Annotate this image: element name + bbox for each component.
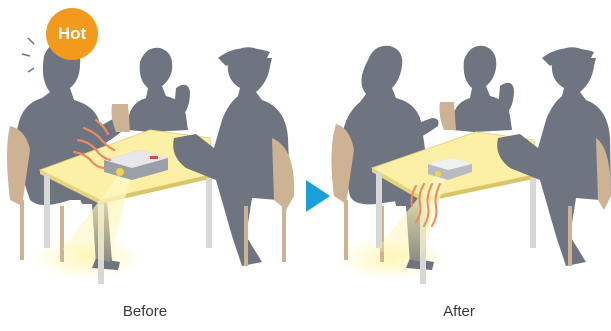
heat-wave-icon [72, 118, 116, 170]
right-person-silhouette [173, 47, 290, 266]
before-light-beam [62, 176, 130, 262]
before-scene [7, 37, 295, 284]
sweat-marks [21, 37, 35, 73]
play-triangle-arrow-icon [306, 180, 330, 212]
right-chair-after [568, 138, 611, 266]
projector-icon [104, 150, 168, 180]
left-chair [7, 126, 64, 262]
center-chair-after [439, 102, 456, 130]
center-person-silhouette-after [451, 45, 514, 132]
after-caption: After [443, 303, 475, 320]
right-chair [244, 138, 295, 266]
center-chair [111, 104, 130, 132]
heat-wave-icon-after [410, 183, 441, 227]
after-scene [331, 45, 611, 284]
center-person-silhouette [127, 47, 190, 132]
projector-icon-after [428, 158, 472, 180]
hot-badge: Hot [46, 8, 98, 60]
right-person-silhouette-after [497, 47, 611, 266]
before-caption: Before [122, 303, 168, 320]
